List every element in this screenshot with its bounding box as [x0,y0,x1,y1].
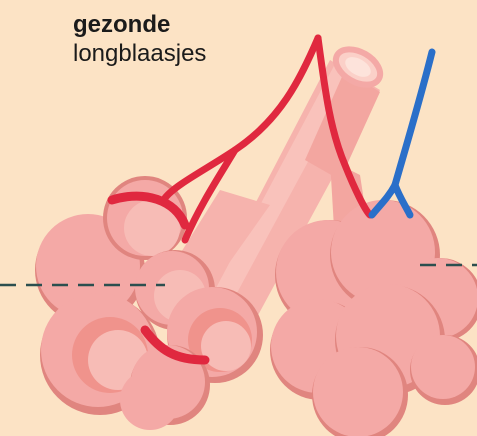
right-alveoli-cluster-icon [270,200,477,436]
